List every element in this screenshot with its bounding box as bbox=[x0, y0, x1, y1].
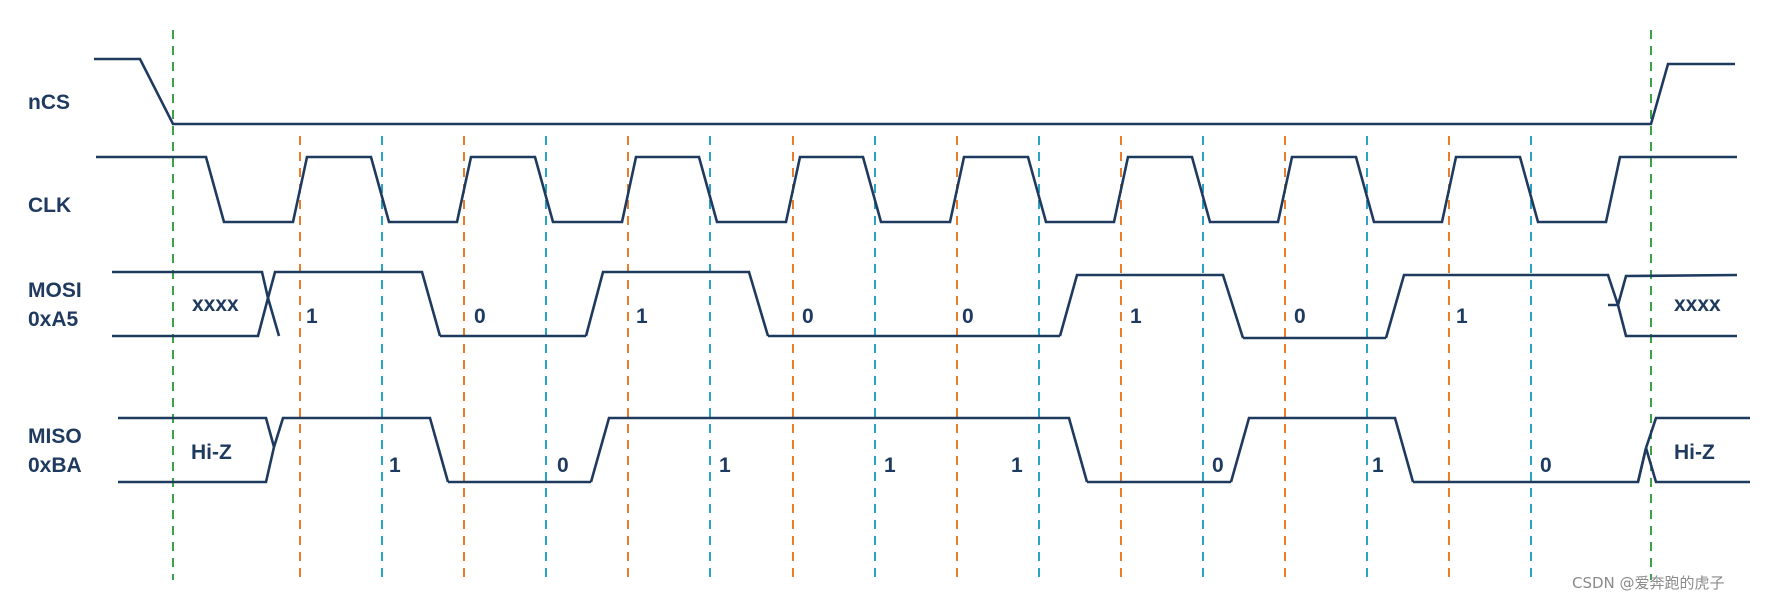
mosi-bit-label: 1 bbox=[636, 305, 648, 328]
watermark: CSDN @爱奔跑的虎子 bbox=[1572, 574, 1725, 592]
mosi-bit-label: 1 bbox=[1456, 305, 1468, 328]
idle-labels: xxxx xxxx Hi-Z Hi-Z bbox=[191, 293, 1721, 464]
mosi-bit-label: 1 bbox=[306, 305, 318, 328]
miso-value-label: 0xBA bbox=[28, 454, 82, 477]
miso-bit-label: 1 bbox=[1372, 454, 1384, 477]
timing-guides bbox=[172, 30, 1652, 580]
miso-idle-left: Hi-Z bbox=[191, 441, 232, 464]
ncs-label: nCS bbox=[28, 91, 70, 114]
miso-bits: 1 0 1 1 1 0 1 0 bbox=[389, 454, 1552, 477]
signal-labels: nCS CLK MOSI 0xA5 MISO 0xBA bbox=[28, 91, 82, 477]
mosi-idle-right: xxxx bbox=[1674, 293, 1721, 316]
clk-label: CLK bbox=[28, 194, 71, 217]
clock-edge-guides bbox=[299, 136, 1532, 580]
miso-bit-label: 0 bbox=[1212, 454, 1224, 477]
miso-label: MISO bbox=[28, 425, 82, 448]
ncs-waveform bbox=[94, 57, 1735, 126]
miso-bit-label: 1 bbox=[884, 454, 896, 477]
mosi-bit-label: 0 bbox=[962, 305, 974, 328]
mosi-label: MOSI bbox=[28, 279, 82, 302]
waveforms bbox=[94, 57, 1750, 484]
mosi-low-rail bbox=[112, 297, 1737, 340]
miso-bit-label: 1 bbox=[389, 454, 401, 477]
mosi-bit-label: 0 bbox=[1294, 305, 1306, 328]
miso-bit-label: 1 bbox=[1011, 454, 1023, 477]
mosi-bit-label: 0 bbox=[474, 305, 486, 328]
mosi-high-rail bbox=[112, 270, 1738, 339]
miso-idle-right: Hi-Z bbox=[1674, 441, 1715, 464]
miso-bit-label: 1 bbox=[719, 454, 731, 477]
mosi-idle-left: xxxx bbox=[192, 293, 239, 316]
clk-waveform bbox=[96, 155, 1737, 224]
miso-bit-label: 0 bbox=[557, 454, 569, 477]
mosi-bits: 1 0 1 0 0 1 0 1 bbox=[306, 305, 1468, 328]
miso-high-rail bbox=[118, 416, 1750, 483]
miso-bit-label: 0 bbox=[1540, 454, 1552, 477]
mosi-value-label: 0xA5 bbox=[28, 308, 79, 331]
miso-low-rail bbox=[118, 446, 1750, 484]
mosi-bit-label: 0 bbox=[802, 305, 814, 328]
mosi-bit-label: 1 bbox=[1130, 305, 1142, 328]
